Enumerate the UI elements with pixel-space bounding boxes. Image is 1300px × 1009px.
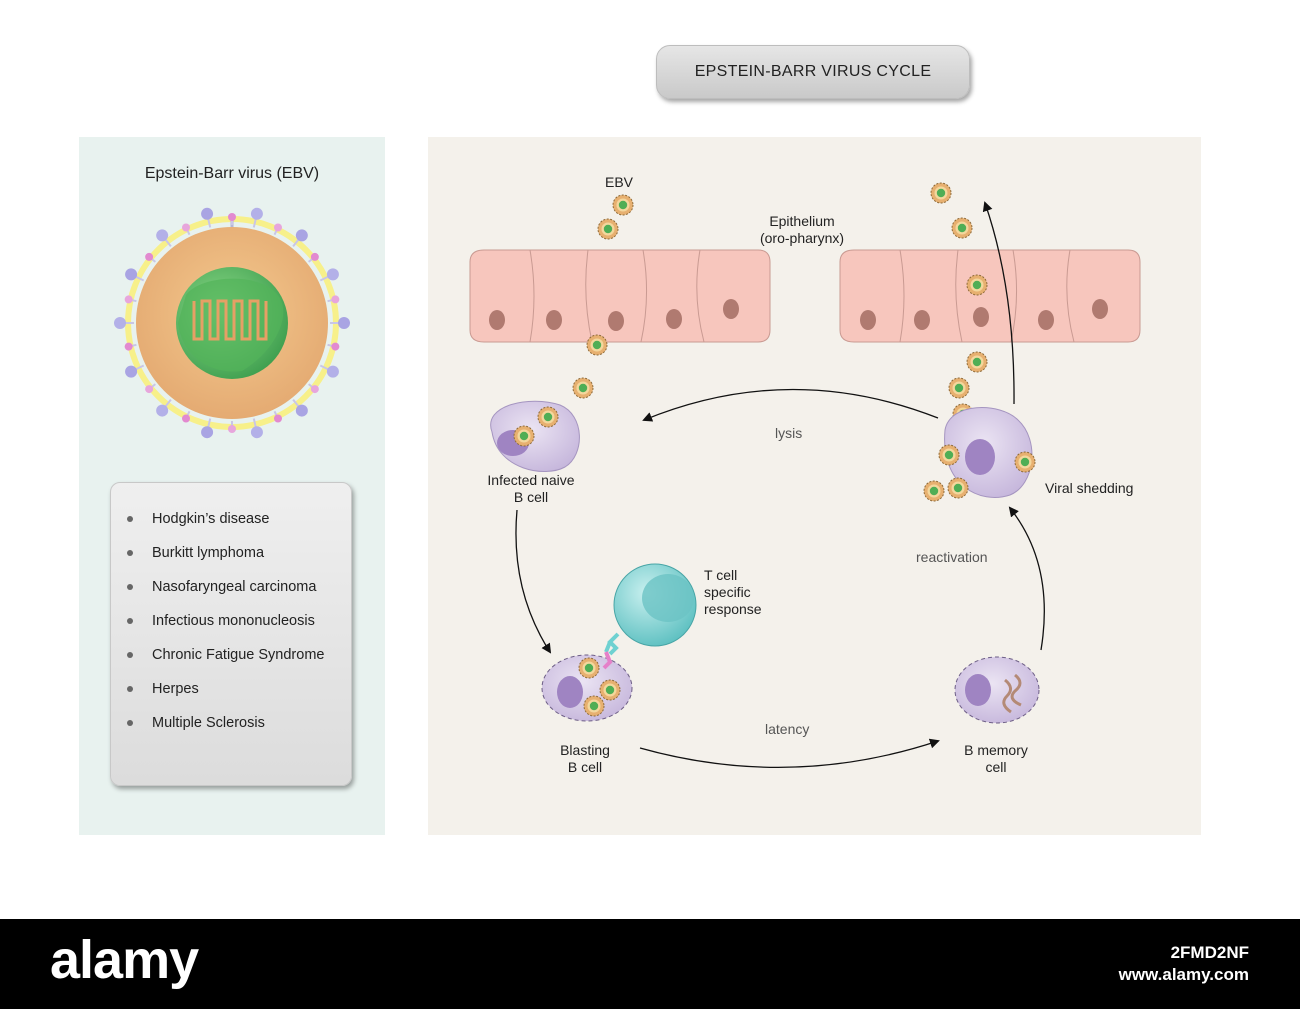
glycoprotein-head	[125, 268, 138, 281]
glycoprotein-head	[124, 295, 133, 304]
disease-list-box: Hodgkin’s disease Burkitt lymphoma Nasof…	[110, 482, 352, 786]
footer-bar: alamy 2FMD2NF www.alamy.com	[0, 919, 1300, 1009]
blasting-label-line1: Blasting	[560, 742, 610, 758]
glycoprotein-head	[250, 426, 263, 439]
viral-shedding-label: Viral shedding	[1045, 480, 1134, 496]
glycoprotein-head	[125, 365, 138, 378]
glycoprotein-head	[156, 229, 169, 242]
glycoprotein-head	[114, 317, 126, 329]
list-item: Multiple Sclerosis	[125, 713, 324, 747]
t-cell-label: T cell specific response	[704, 567, 762, 618]
virus-title: Epstein-Barr virus (EBV)	[144, 165, 320, 182]
list-item: Nasofaryngeal carcinoma	[125, 577, 324, 611]
glycoprotein-head	[310, 385, 319, 394]
glycoprotein-head	[310, 252, 319, 261]
b-memory-cell	[954, 656, 1040, 724]
glycoprotein-head	[228, 213, 236, 221]
glycoprotein-head	[145, 252, 154, 261]
glycoprotein-head	[273, 223, 282, 232]
glycoprotein-head	[338, 317, 350, 329]
diagram-title: EPSTEIN-BARR VIRUS CYCLE	[656, 45, 970, 99]
blasting-b-cell	[541, 654, 633, 722]
b-memory-label-line2: cell	[985, 759, 1007, 775]
latency-label: latency	[765, 721, 810, 737]
glycoprotein-head	[156, 404, 169, 417]
infected-naive-b-cell	[490, 400, 580, 473]
t-cell-label-line3: response	[704, 601, 762, 617]
list-item: Hodgkin’s disease	[125, 509, 324, 543]
glycoprotein-head	[295, 229, 308, 242]
footer-url: www.alamy.com	[1118, 965, 1249, 984]
glycoprotein-head	[326, 268, 339, 281]
glycoprotein-head	[250, 207, 263, 220]
epithelium-label-line2: (oro-pharynx)	[759, 230, 845, 246]
footer-image-id: 2FMD2NF	[1170, 943, 1249, 962]
list-item: Burkitt lymphoma	[125, 543, 324, 577]
glycoprotein-head	[228, 425, 236, 433]
glycoprotein-head	[124, 342, 133, 351]
glycoprotein-head	[182, 414, 191, 423]
reactivation-label: reactivation	[916, 549, 988, 565]
list-item: Herpes	[125, 679, 324, 713]
glycoprotein-head	[182, 223, 191, 232]
glycoprotein-head	[201, 426, 214, 439]
list-item: Infectious mononucleosis	[125, 611, 324, 645]
ebv-virion-illustration	[114, 207, 350, 439]
glycoprotein-head	[331, 342, 340, 351]
list-item: Chronic Fatigue Syndrome	[125, 645, 324, 679]
glycoprotein-head	[331, 295, 340, 304]
t-cell-label-line2: specific	[704, 584, 751, 600]
infection-down-arrow	[515, 509, 552, 654]
viral-shedding-cell	[923, 407, 1036, 502]
disease-list: Hodgkin’s disease Burkitt lymphoma Nasof…	[125, 509, 324, 747]
shedding-up-arrow	[982, 201, 1015, 405]
t-cell	[602, 563, 697, 670]
infected-naive-label-line2: B cell	[513, 489, 549, 505]
epithelium-label-line1: Epithelium	[769, 213, 835, 229]
t-cell-label-line1: T cell	[704, 567, 738, 583]
blasting-label-line2: B cell	[567, 759, 603, 775]
epithelium-right	[839, 249, 1141, 343]
infected-naive-label: Infected naive B cell	[470, 472, 592, 506]
epithelium-label: Epithelium (oro-pharynx)	[742, 213, 862, 247]
glycoprotein-head	[201, 207, 214, 220]
glycoprotein-head	[326, 365, 339, 378]
ebv-label: EBV	[605, 174, 634, 190]
footer-logo: alamy	[50, 930, 199, 990]
reactivation-arrow	[1008, 506, 1045, 651]
epithelium-left	[469, 249, 771, 343]
infected-naive-label-line1: Infected naive	[487, 472, 575, 488]
glycoprotein-head	[295, 404, 308, 417]
b-memory-label-line1: B memory	[964, 742, 1028, 758]
glycoprotein-head	[145, 385, 154, 394]
lysis-label: lysis	[775, 425, 803, 441]
glycoprotein-head	[273, 414, 282, 423]
lysis-arrow	[642, 388, 939, 422]
blasting-label: Blasting B cell	[545, 742, 625, 776]
b-memory-label: B memory cell	[950, 742, 1042, 776]
latency-arrow	[639, 738, 940, 769]
